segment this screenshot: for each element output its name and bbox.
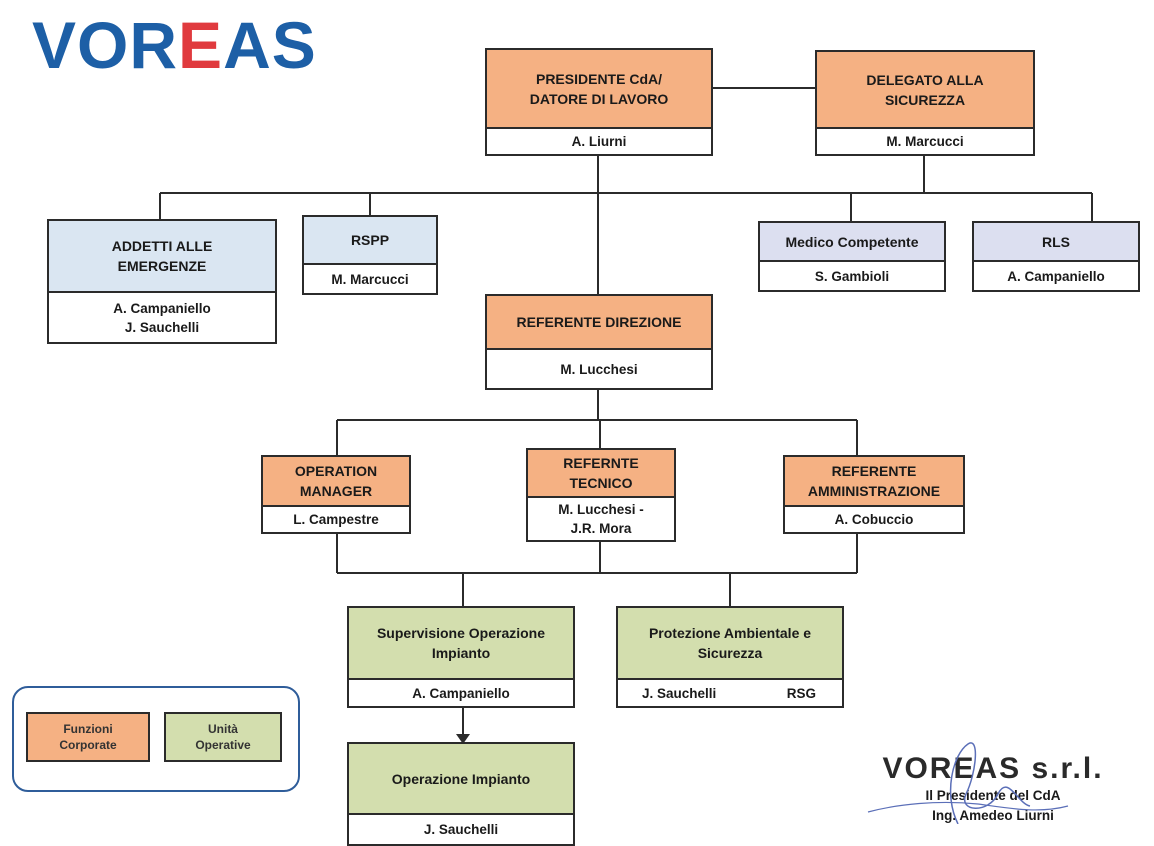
rls-title: RLS bbox=[974, 223, 1138, 262]
stamp-name: Ing. Amedeo Liurni bbox=[932, 808, 1054, 823]
signature-scribble bbox=[867, 742, 1069, 824]
voreas-logo: VOREAS bbox=[32, 10, 317, 80]
arrow-head bbox=[456, 734, 470, 744]
medico-title: Medico Competente bbox=[760, 223, 944, 262]
box-presidente: PRESIDENTE CdA/ DATORE DI LAVORO A. Liur… bbox=[485, 48, 713, 156]
rspp-name: M. Marcucci bbox=[331, 271, 409, 287]
box-referente-tecnico: REFERNTE TECNICO M. Lucchesi - J.R. Mora bbox=[526, 448, 676, 542]
addetti-title: ADDETTI ALLE EMERGENZE bbox=[49, 221, 275, 293]
referente-amministrazione-title: REFERENTE AMMINISTRAZIONE bbox=[785, 457, 963, 507]
rspp-title: RSPP bbox=[304, 217, 436, 265]
protezione-role: RSG bbox=[786, 685, 816, 701]
delegato-title: DELEGATO ALLA SICUREZZA bbox=[817, 52, 1033, 129]
referente-tecnico-name: M. Lucchesi - J.R. Mora bbox=[558, 502, 644, 536]
box-addetti: ADDETTI ALLE EMERGENZE A. Campaniello J.… bbox=[47, 219, 277, 344]
supervisione-title: Supervisione Operazione Impianto bbox=[349, 608, 573, 680]
presidente-name: A. Liurni bbox=[571, 134, 627, 149]
referente-tecnico-title: REFERNTE TECNICO bbox=[528, 450, 674, 498]
legend-unita-label: Unità Operative bbox=[195, 722, 251, 752]
delegato-name: M. Marcucci bbox=[886, 134, 964, 149]
operation-manager-name: L. Campestre bbox=[293, 512, 379, 527]
box-delegato: DELEGATO ALLA SICUREZZA M. Marcucci bbox=[815, 50, 1035, 156]
legend-funzioni-label: Funzioni Corporate bbox=[59, 722, 117, 752]
box-protezione: Protezione Ambientale e Sicurezza J. Sau… bbox=[616, 606, 844, 708]
box-rls: RLS A. Campaniello bbox=[972, 221, 1140, 292]
box-operation-manager: OPERATION MANAGER L. Campestre bbox=[261, 455, 411, 534]
medico-name: S. Gambioli bbox=[814, 268, 890, 284]
rls-name: A. Campaniello bbox=[1007, 268, 1105, 284]
signature-stamp: VOREAS s.r.l. Il Presidente del CdA Ing.… bbox=[848, 742, 1138, 826]
stamp-title: Il Presidente del CdA bbox=[925, 788, 1061, 803]
box-rspp: RSPP M. Marcucci bbox=[302, 215, 438, 295]
logo-text: VOREAS bbox=[32, 8, 317, 82]
addetti-name: A. Campaniello J. Sauchelli bbox=[113, 300, 211, 335]
operation-manager-title: OPERATION MANAGER bbox=[263, 457, 409, 507]
presidente-title: PRESIDENTE CdA/ DATORE DI LAVORO bbox=[487, 50, 711, 129]
supervisione-name: A. Campaniello bbox=[412, 685, 510, 701]
stamp-company: VOREAS s.r.l. bbox=[882, 752, 1104, 785]
operazione-title: Operazione Impianto bbox=[349, 744, 573, 815]
box-supervisione: Supervisione Operazione Impianto A. Camp… bbox=[347, 606, 575, 708]
box-medico: Medico Competente S. Gambioli bbox=[758, 221, 946, 292]
referente-direzione-name: M. Lucchesi bbox=[560, 361, 638, 377]
protezione-title: Protezione Ambientale e Sicurezza bbox=[618, 608, 842, 680]
box-referente-amministrazione: REFERENTE AMMINISTRAZIONE A. Cobuccio bbox=[783, 455, 965, 534]
operazione-name: J. Sauchelli bbox=[423, 822, 499, 837]
box-referente-direzione: REFERENTE DIREZIONE M. Lucchesi bbox=[485, 294, 713, 390]
referente-amministrazione-name: A. Cobuccio bbox=[834, 512, 914, 527]
protezione-name: J. Sauchelli bbox=[642, 685, 717, 701]
legend-unita-operative: Unità Operative bbox=[164, 712, 282, 762]
box-operazione: Operazione Impianto J. Sauchelli bbox=[347, 742, 575, 846]
legend-funzioni-corporate: Funzioni Corporate bbox=[26, 712, 150, 762]
referente-direzione-title: REFERENTE DIREZIONE bbox=[487, 296, 711, 350]
legend: Funzioni Corporate Unità Operative bbox=[12, 686, 300, 792]
